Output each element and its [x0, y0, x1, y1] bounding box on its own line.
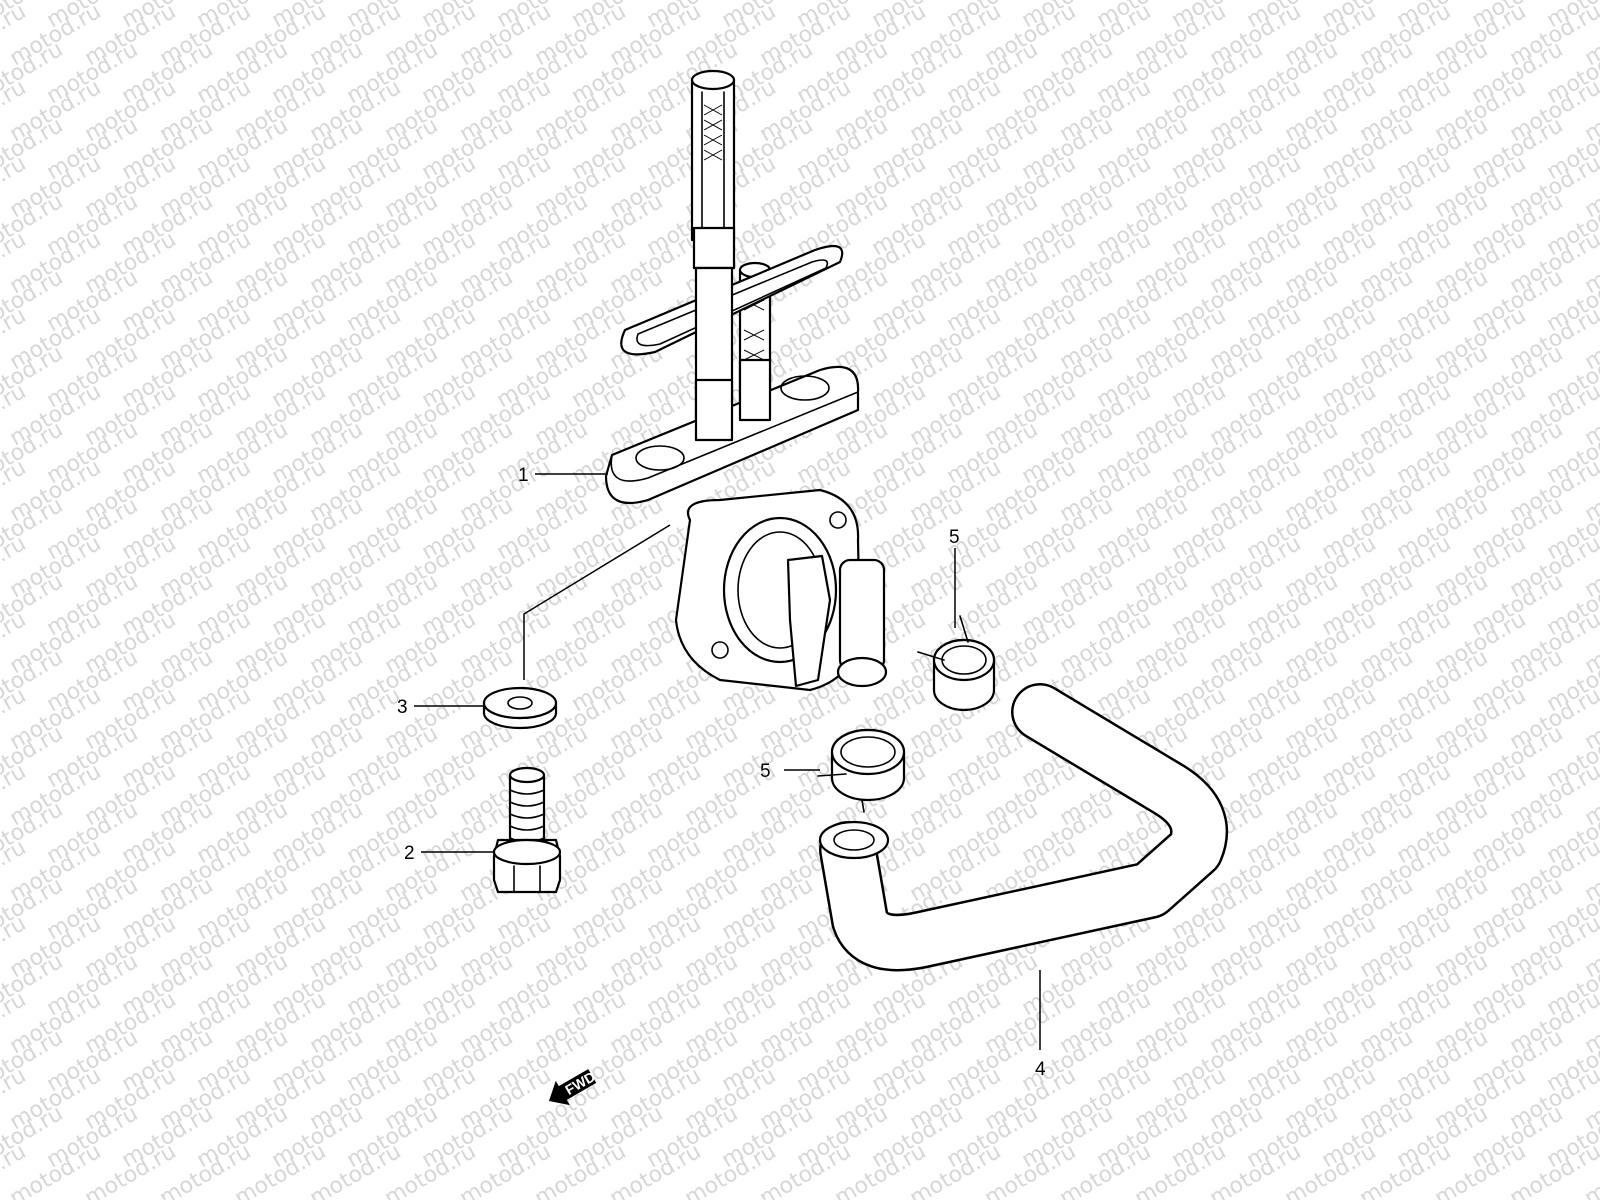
- callout-2: 2: [404, 843, 415, 864]
- callout-4: 4: [1035, 1059, 1046, 1080]
- fuel-hose-part: [818, 683, 1228, 972]
- callout-5-lower: 5: [760, 761, 771, 782]
- callout-3: 3: [397, 697, 408, 718]
- callout-labels: 1 2 3 4 5 5: [397, 465, 1046, 1080]
- fuel-cock-part: [604, 69, 888, 692]
- clamp-lower-part: [817, 728, 906, 813]
- fwd-arrow-icon: [548, 1069, 597, 1106]
- callout-1: 1: [518, 465, 529, 486]
- bolt-part: [492, 766, 562, 894]
- washer-part: [482, 686, 558, 730]
- leader-lines: [414, 473, 1041, 1050]
- callout-5-upper: 5: [949, 527, 960, 548]
- clamp-upper-part: [917, 615, 996, 712]
